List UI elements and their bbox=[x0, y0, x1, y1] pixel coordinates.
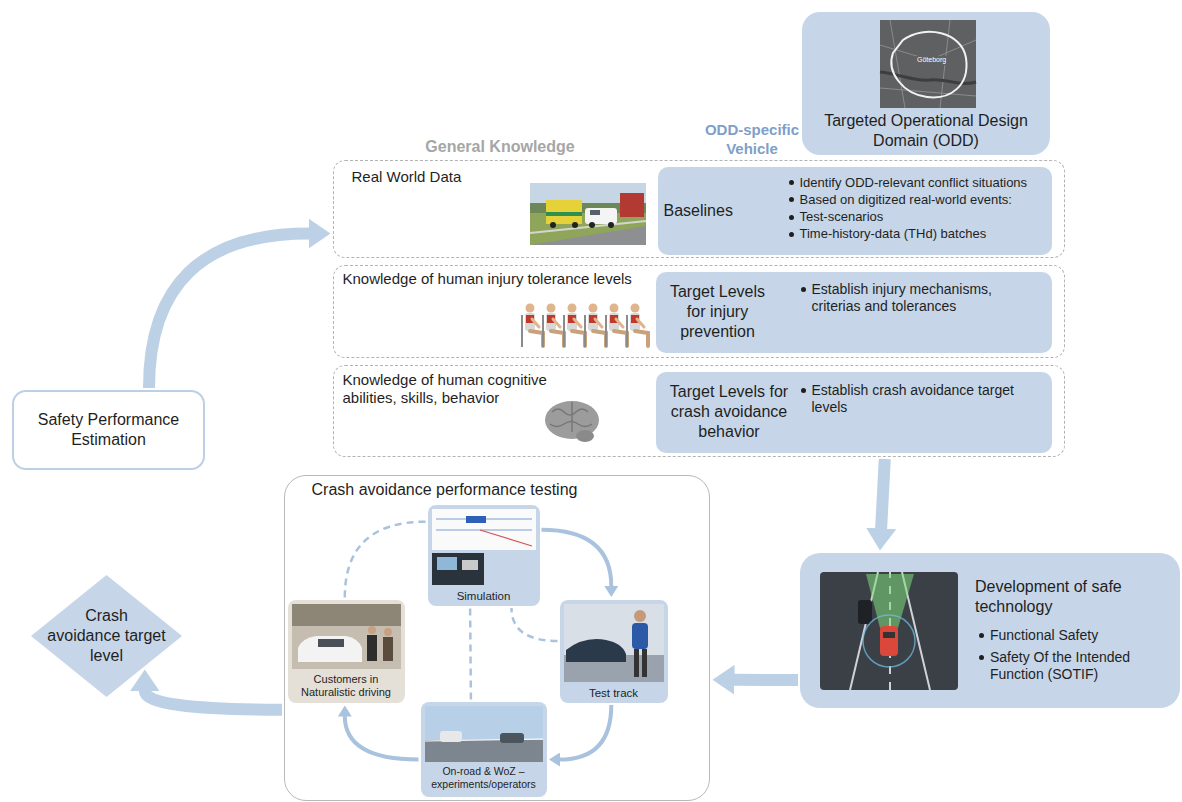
bullet-dot bbox=[789, 215, 794, 220]
panel-heading: Crash avoidance performance testing bbox=[300, 480, 590, 500]
dummy-row bbox=[522, 304, 648, 348]
bullet-dot bbox=[801, 388, 806, 393]
box-label: Targeted Operational Design Domain (ODD) bbox=[812, 111, 1040, 151]
connector-arrow bbox=[145, 691, 282, 710]
decision-diamond: Crash avoidance target level bbox=[30, 574, 183, 698]
bullet-text: Test-scenarios bbox=[800, 209, 1048, 225]
odd-box: Targeted Operational Design Domain (ODD) bbox=[802, 12, 1050, 155]
development-box: Development of safe technologyFunctional… bbox=[800, 553, 1180, 708]
bullet-dot bbox=[979, 655, 984, 660]
bullet-dot bbox=[789, 232, 794, 237]
bullet-text: Establish crash avoidance target levels bbox=[812, 382, 1044, 417]
baseline-box: Baselines Identify ODD-relevant conflict … bbox=[658, 167, 1052, 255]
diamond-label: Crash avoidance target level bbox=[47, 606, 166, 666]
bullet-dot bbox=[979, 633, 984, 638]
box-label: Safety Performance Estimation bbox=[22, 410, 195, 450]
column-heading: ODD-specific Vehicle bbox=[702, 121, 802, 159]
bullet-text: Time-history-data (THd) batches bbox=[800, 226, 1048, 242]
connector-arrow bbox=[881, 459, 885, 529]
method-box: Simulation bbox=[428, 505, 540, 606]
crash-photo bbox=[530, 183, 646, 245]
box-label: Simulation bbox=[430, 589, 538, 603]
column-heading: General Knowledge bbox=[400, 137, 600, 157]
brain-icon bbox=[545, 401, 599, 442]
knowledge-band: Knowledge of human cognitive abilities, … bbox=[333, 365, 1065, 457]
method-box: On-road & WoZ – experiments/operators bbox=[421, 702, 547, 797]
knowledge-band: Real World DataBaselines Identify ODD-rel… bbox=[333, 160, 1065, 258]
method-box: Test track bbox=[560, 600, 668, 703]
bullet-text: Based on digitized real-world events: bbox=[800, 192, 1048, 208]
box-heading: Target Levels for injury prevention bbox=[662, 282, 774, 342]
target-box: Target Levels for crash avoidance behavi… bbox=[656, 372, 1052, 453]
estimation-box: Safety Performance Estimation bbox=[12, 390, 205, 470]
knowledge-band: Knowledge of human injury tolerance leve… bbox=[333, 265, 1065, 358]
bullet-dot bbox=[801, 287, 806, 292]
box-label: Customers in Naturalistic driving bbox=[290, 673, 403, 701]
connector-arrow bbox=[149, 234, 309, 389]
bullet-text: Identify ODD-relevant conflict situation… bbox=[800, 175, 1048, 191]
bullet-dot bbox=[789, 197, 794, 202]
band-heading: Knowledge of human cognitive abilities, … bbox=[343, 371, 573, 409]
box-label: On-road & WoZ – experiments/operators bbox=[423, 765, 545, 791]
testing-panel: Crash avoidance performance testingSimul… bbox=[284, 475, 710, 801]
method-box: Customers in Naturalistic driving bbox=[288, 600, 405, 704]
bullet-text: Functional Safety bbox=[990, 627, 1172, 645]
box-label: Test track bbox=[562, 686, 666, 700]
band-heading: Knowledge of human injury tolerance leve… bbox=[343, 270, 658, 289]
band-heading: Real World Data bbox=[352, 168, 532, 187]
box-heading: Baselines bbox=[664, 201, 774, 221]
map-label: Göteborg bbox=[916, 56, 947, 65]
target-box: Target Levels for injury prevention Estab… bbox=[656, 272, 1052, 353]
box-heading: Development of safe technology bbox=[975, 577, 1170, 617]
bullet-text: Safety Of the Intended Function (SOTIF) bbox=[990, 649, 1172, 684]
connector-arrow bbox=[734, 674, 798, 686]
box-heading: Target Levels for crash avoidance behavi… bbox=[662, 382, 797, 442]
bullet-text: Establish injury mechanisms, criterias a… bbox=[812, 281, 1044, 316]
bullet-dot bbox=[789, 180, 794, 185]
